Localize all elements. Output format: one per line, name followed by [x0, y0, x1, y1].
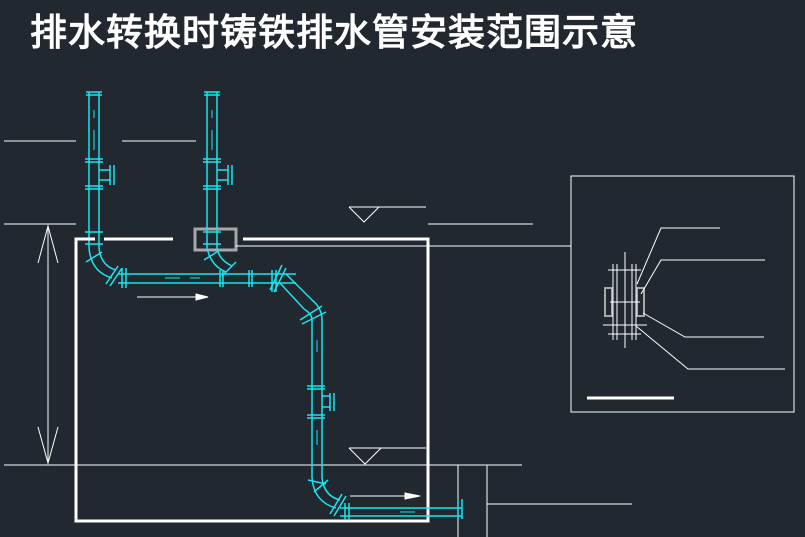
lower-outlet-pipe: [307, 477, 463, 520]
vertical-drop-pipe: [307, 320, 335, 478]
detail-pipe: [603, 252, 647, 348]
horizontal-branch-pipe: [118, 268, 296, 292]
height-dimension-icon: [37, 224, 59, 465]
conversion-zone-box: [74, 237, 430, 523]
floor-sleeve-highlight: [193, 227, 238, 252]
flow-arrow-upper-icon: [137, 293, 209, 301]
left-riser-pipe: [85, 91, 115, 248]
floor-level-upper-icon: [348, 206, 426, 223]
flow-arrow-lower-icon: [350, 492, 421, 500]
detail-leaders: [635, 227, 785, 370]
right-riser-pipe: [203, 91, 237, 277]
lower-wall: [457, 465, 632, 537]
floor-lines: [4, 140, 533, 466]
left-elbow: [85, 247, 123, 287]
pipe-network: [85, 91, 463, 520]
offset-elbow: [269, 264, 327, 325]
floor-level-lower-icon: [348, 447, 426, 465]
detail-frame: [570, 175, 795, 413]
detail-panel: [570, 175, 795, 413]
diagram-title: 排水转换时铸铁排水管安装范围示意: [30, 11, 638, 54]
